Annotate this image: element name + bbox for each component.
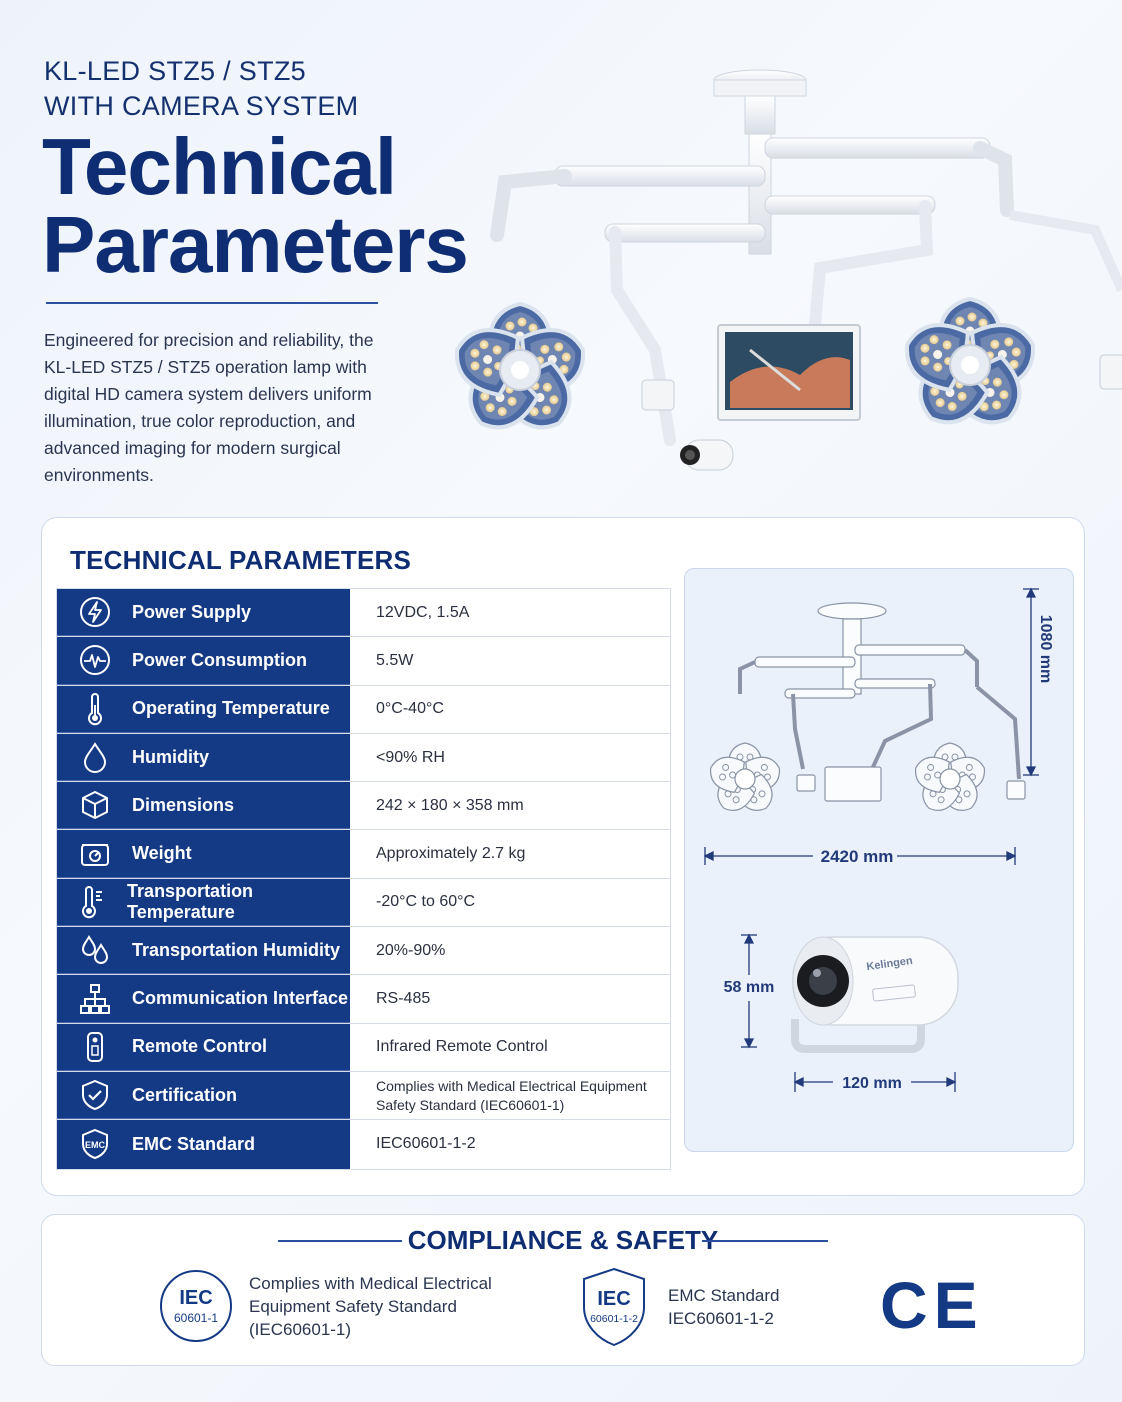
row-value: Approximately 2.7 kg [376, 845, 526, 863]
row-value: 5.5W [376, 651, 414, 669]
technical-parameters-card: TECHNICAL PARAMETERS Power Supply 12VDC,… [41, 517, 1085, 1196]
badge-2-bottom-text: 60601-1-2 [590, 1313, 638, 1325]
row-value: IEC60601-1-2 [376, 1135, 476, 1153]
iec-60601-1-2-shield-badge: IEC 60601-1-2 [583, 1267, 645, 1347]
row-value: 20%-90% [376, 941, 446, 959]
row-label: Weight [132, 843, 192, 864]
row-label: Communication Interface [132, 988, 349, 1009]
droplets-icon [57, 927, 132, 973]
badge-1-top-text: IEC [179, 1287, 212, 1309]
network-icon [57, 975, 132, 1021]
intro-paragraph: Engineered for precision and reliability… [44, 330, 374, 485]
row-label: EMC Standard [132, 1133, 256, 1154]
table-row: Power Supply 12VDC, 1.5A [57, 589, 670, 638]
table-row: EMC EMC Standard IEC60601-1-2 [57, 1120, 670, 1169]
table-row: Communication Interface RS-485 [57, 975, 670, 1024]
row-label: Dimensions [132, 794, 235, 815]
ce-mark: CE [880, 1268, 984, 1342]
thermometer-scale-icon [57, 879, 127, 925]
row-label: Transportation Humidity [132, 939, 341, 960]
table-row: Dimensions 242 × 180 × 358 mm [57, 782, 670, 831]
surgical-lamp-illustration [405, 69, 1122, 471]
iec-60601-1-badge: IEC 60601-1 [160, 1270, 232, 1342]
row-label: Power Supply [132, 601, 252, 622]
thermometer-icon [57, 686, 132, 732]
heading-rule-right [702, 1240, 828, 1242]
row-label: Transportation Temperature [127, 880, 254, 922]
row-value: <90% RH [376, 748, 445, 766]
product-subtitle: KL-LED STZ5 / STZ5 WITH CAMERA SYSTEM [44, 54, 358, 124]
width-dimension-label: 2420 mm [821, 847, 894, 866]
dimension-diagram: 1080 mm 2420 mm Kelingen [703, 587, 1054, 1092]
remote-icon [57, 1024, 132, 1070]
compliance-text-2: EMC Standard IEC60601-1-2 [668, 1284, 780, 1330]
parameters-heading: TECHNICAL PARAMETERS [70, 545, 412, 575]
compliance-text-1: Complies with Medical Electrical Equipme… [249, 1274, 492, 1339]
title-line-1: Technical [42, 122, 397, 211]
table-row: Weight Approximately 2.7 kg [57, 830, 670, 879]
title-line-2: Parameters [42, 200, 469, 289]
parameters-table: Power Supply 12VDC, 1.5A Power Consumpti… [56, 588, 671, 1170]
scale-icon [57, 830, 132, 876]
row-value: Infrared Remote Control [376, 1038, 548, 1056]
table-row: Remote Control Infrared Remote Control [57, 1023, 670, 1072]
badge-2-top-text: IEC [597, 1288, 630, 1310]
row-label: Certification [132, 1084, 238, 1105]
camera-width-label: 120 mm [842, 1075, 902, 1092]
table-row: Power Consumption 5.5W [57, 637, 670, 686]
table-row: Operating Temperature 0°C-40°C [57, 685, 670, 734]
row-value: 242 × 180 × 358 mm [376, 796, 524, 814]
camera-height-label: 58 mm [724, 979, 775, 996]
table-row: Transportation Humidity 20%-90% [57, 927, 670, 976]
height-dimension-label: 1080 mm [1037, 615, 1054, 684]
row-label: Power Consumption [132, 649, 307, 670]
heading-rule-left [278, 1240, 402, 1242]
row-label: Operating Temperature [132, 698, 330, 719]
emc-standard-label: EMC Standard [668, 1286, 780, 1305]
compliance-heading: COMPLIANCE & SAFETY [407, 1225, 719, 1255]
svg-text:EMC: EMC [85, 1140, 106, 1150]
dimension-diagram-panel: 1080 mm 2420 mm Kelingen [684, 568, 1074, 1152]
cube-icon [57, 782, 132, 828]
subtitle-line-1: KL-LED STZ5 / STZ5 [44, 56, 306, 86]
page-title: Technical Parameters [42, 122, 469, 289]
droplet-icon [57, 734, 132, 780]
table-row: Certification Complies with Medical Elec… [57, 1071, 670, 1121]
row-value: 12VDC, 1.5A [376, 603, 470, 621]
row-value: 0°C-40°C [376, 700, 444, 718]
title-divider [46, 302, 378, 304]
row-label: Remote Control [132, 1036, 267, 1057]
badge-1-bottom-text: 60601-1 [174, 1311, 218, 1325]
shield-check-icon [57, 1072, 132, 1118]
row-value: RS-485 [376, 990, 431, 1008]
emc-shield-icon: EMC [57, 1120, 132, 1168]
row-label: Humidity [132, 746, 210, 767]
pulse-icon [57, 637, 132, 683]
power-icon [57, 589, 132, 635]
table-row: Transportation Temperature -20°C to 60°C [57, 878, 670, 928]
row-value: Complies with Medical Electrical Equipme… [376, 1077, 647, 1113]
subtitle-line-2: WITH CAMERA SYSTEM [44, 91, 359, 121]
table-row: Humidity <90% RH [57, 733, 670, 783]
row-value: -20°C to 60°C [376, 893, 476, 911]
emc-standard-code: IEC60601-1-2 [668, 1309, 774, 1328]
compliance-card: COMPLIANCE & SAFETY IEC 60601-1 Complies… [41, 1214, 1085, 1366]
